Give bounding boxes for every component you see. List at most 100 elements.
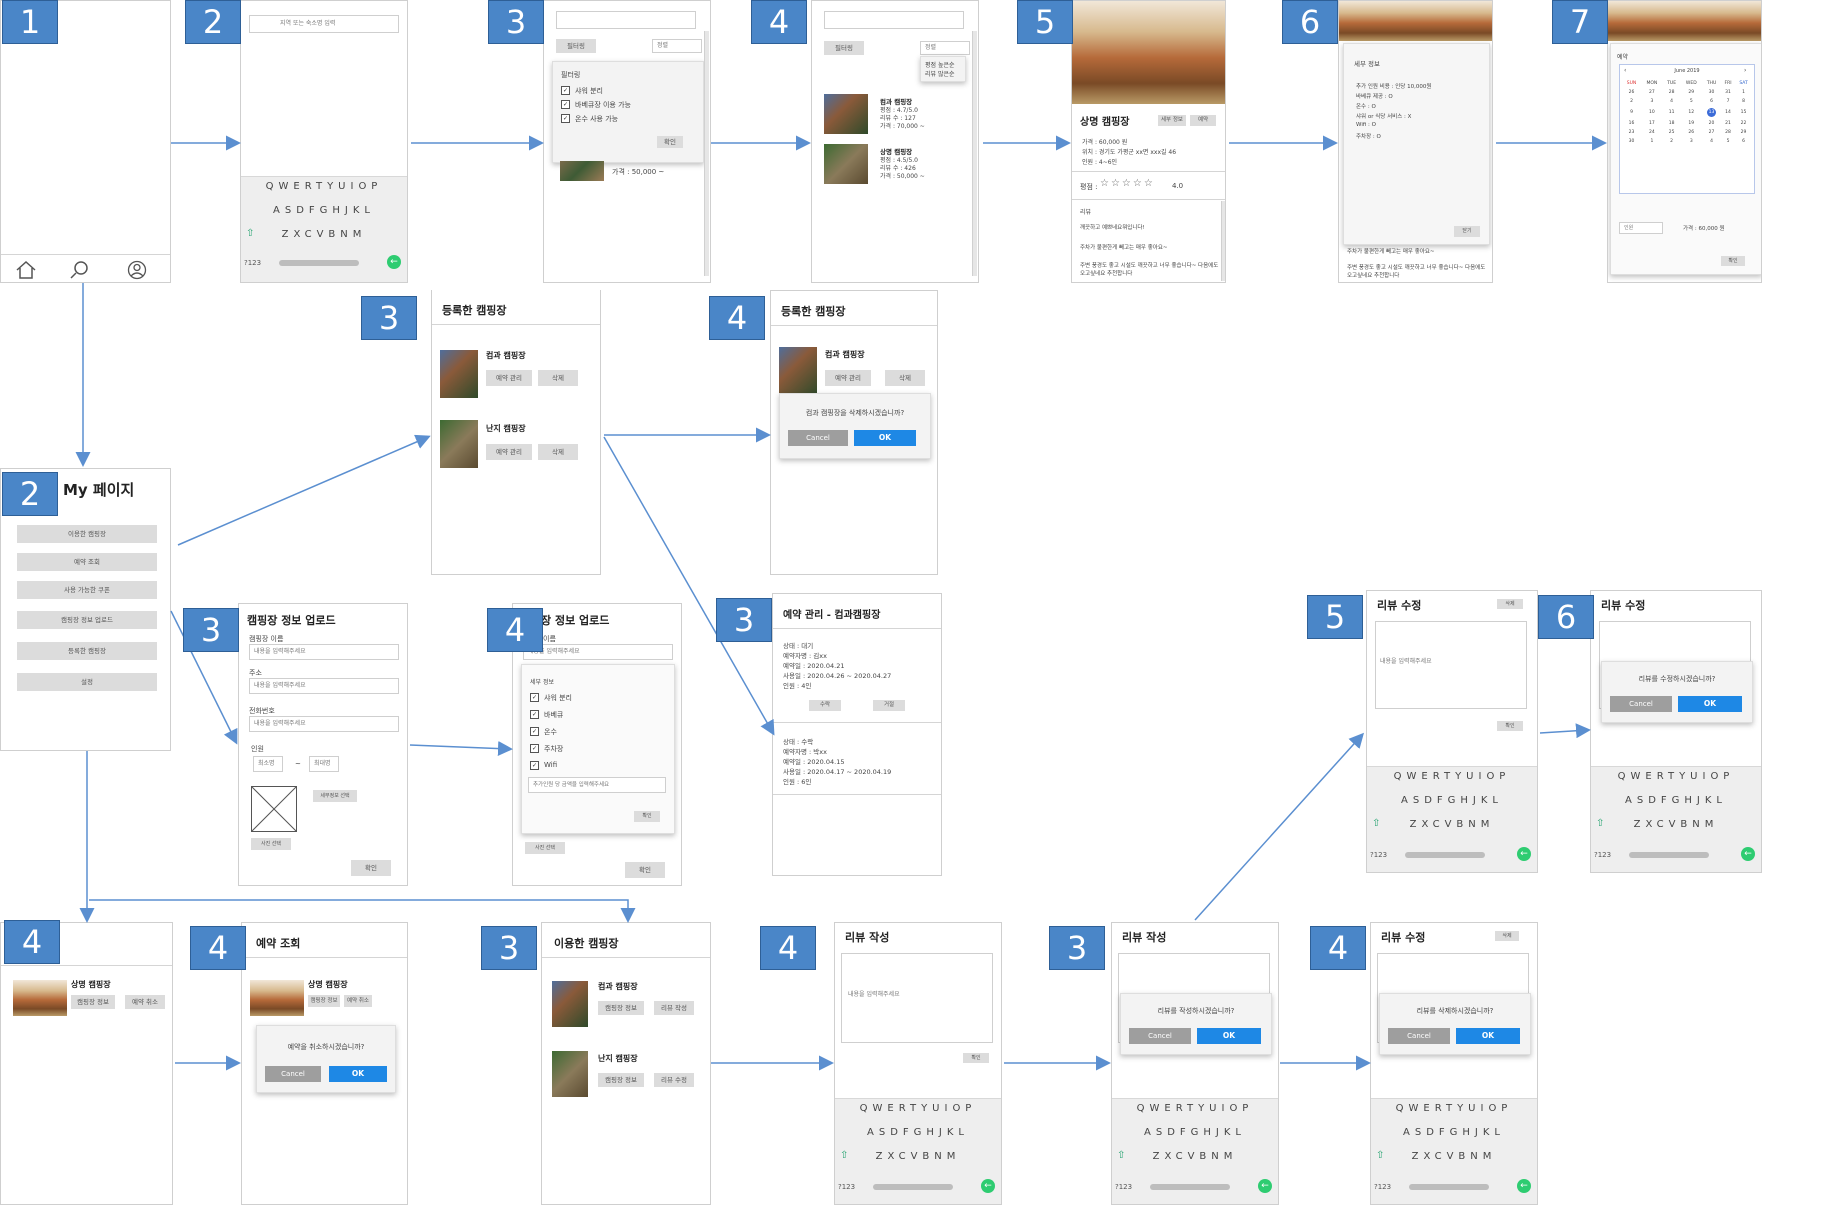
sort-dropdown[interactable]: 평점 높은순 리뷰 많은순 — [920, 56, 966, 82]
keyboard-row-1[interactable]: QWERTYUIOP — [859, 1103, 977, 1114]
ok-button[interactable]: OK — [1197, 1028, 1261, 1044]
delete-review-button[interactable]: 삭제 — [1497, 599, 1523, 609]
detail-info-button[interactable]: 세부 정보 — [1158, 115, 1186, 126]
delete-button[interactable]: 삭제 — [538, 370, 578, 386]
phone-input[interactable]: 내용을 입력해주세요 — [249, 716, 399, 732]
prev-month-icon[interactable]: ‹ — [1624, 67, 1627, 74]
checkbox[interactable]: ✓ — [530, 744, 539, 753]
next-month-icon[interactable]: › — [1744, 67, 1747, 74]
enter-icon[interactable]: ← — [1517, 1179, 1531, 1193]
keyboard-row-2[interactable]: ASDFGHJKL — [867, 1127, 969, 1138]
num-key[interactable]: ?123 — [1370, 851, 1388, 859]
ok-button[interactable]: OK — [1678, 696, 1742, 712]
result-name[interactable]: 상명 캠핑장 — [880, 148, 913, 156]
home-icon[interactable] — [15, 260, 37, 280]
name-input[interactable]: 내용을 입력해주세요 — [249, 644, 399, 660]
keyboard-row-1[interactable]: QWERTYUIOP — [1393, 771, 1511, 782]
keyboard[interactable]: QWERTYUIOP ASDFGHJKL ZXCVBNM ⇧ ?123 ← — [835, 1098, 1001, 1204]
accept-button[interactable]: 수락 — [809, 700, 841, 711]
shift-icon[interactable]: ⇧ — [246, 228, 255, 239]
campsite-info-button[interactable]: 캠핑장 정보 — [308, 995, 340, 1007]
shift-icon[interactable]: ⇧ — [1596, 818, 1605, 829]
keyboard-row-3[interactable]: ZXCVBNM — [875, 1151, 961, 1162]
ok-button[interactable]: OK — [329, 1066, 387, 1082]
filter-button[interactable]: 필터링 — [824, 41, 864, 55]
shift-icon[interactable]: ⇧ — [1376, 1150, 1385, 1161]
photo-select-button[interactable]: 사진 선택 — [525, 842, 565, 854]
people-select[interactable]: 인원 — [1619, 222, 1663, 234]
keyboard-row-1[interactable]: QWERTYUIOP — [1395, 1103, 1513, 1114]
shift-icon[interactable]: ⇧ — [1372, 818, 1381, 829]
delete-button[interactable]: 삭제 — [885, 370, 925, 386]
filter-button[interactable]: 필터링 — [556, 39, 596, 53]
delete-button[interactable]: 삭제 — [538, 444, 578, 460]
menu-used-campsites[interactable]: 이용한 캠핑장 — [17, 525, 157, 543]
confirm-button[interactable]: 확인 — [963, 1053, 989, 1063]
keyboard-row-2[interactable]: ASDFGHJKL — [1403, 1127, 1505, 1138]
campsite-info-button[interactable]: 캠핑장 정보 — [598, 1001, 644, 1015]
reserve-button[interactable]: 예약 — [1190, 115, 1216, 126]
sort-select[interactable]: 정렬 — [652, 39, 702, 53]
confirm-button[interactable]: 확인 — [351, 860, 391, 876]
space-bar[interactable] — [279, 260, 359, 266]
sort-select[interactable]: 정렬 — [920, 41, 970, 55]
keyboard-row-2[interactable]: ASDFGHJKL — [273, 205, 375, 216]
menu-settings[interactable]: 설정 — [17, 673, 157, 691]
confirm-button[interactable]: 확인 — [1497, 721, 1523, 731]
keyboard-row-3[interactable]: ZXCVBNM — [281, 229, 367, 240]
confirm-button[interactable]: 확인 — [657, 136, 683, 148]
review-textarea[interactable]: 내용을 입력해주세요 — [841, 953, 993, 1043]
keyboard-row-2[interactable]: ASDFGHJKL — [1401, 795, 1503, 806]
checkbox[interactable]: ✓ — [561, 114, 570, 123]
search-icon[interactable] — [69, 260, 91, 280]
cancel-reservation-button[interactable]: 예약 취소 — [344, 995, 372, 1007]
photo-select-button[interactable]: 사진 선택 — [251, 838, 291, 850]
num-key[interactable]: ?123 — [838, 1183, 856, 1191]
address-input[interactable]: 내용을 입력해주세요 — [249, 678, 399, 694]
menu-upload[interactable]: 캠핑장 정보 업로드 — [17, 611, 157, 629]
keyboard[interactable]: QWERTYUIOP ASDFGHJKL ZXCVBNM ⇧ ?123 ← — [1371, 1098, 1537, 1204]
campsite-info-button[interactable]: 캠핑장 정보 — [598, 1073, 644, 1087]
space-bar[interactable] — [1409, 1184, 1489, 1190]
keyboard[interactable]: QWERTYUIOP ASDFGHJKL ZXCVBNM ⇧ ?123 ← — [1112, 1098, 1278, 1204]
shift-icon[interactable]: ⇧ — [840, 1150, 849, 1161]
cancel-reservation-button[interactable]: 예약 취소 — [125, 995, 165, 1009]
campsite-info-button[interactable]: 캠핑장 정보 — [71, 995, 115, 1009]
space-bar[interactable] — [1150, 1184, 1230, 1190]
enter-icon[interactable]: ← — [981, 1179, 995, 1193]
confirm-button[interactable]: 확인 — [634, 811, 660, 822]
cancel-button[interactable]: Cancel — [788, 430, 848, 446]
cancel-button[interactable]: Cancel — [1610, 696, 1672, 712]
num-key[interactable]: ?123 — [1115, 1183, 1133, 1191]
num-key[interactable]: ?123 — [1374, 1183, 1392, 1191]
confirm-button[interactable]: 확인 — [625, 862, 665, 878]
keyboard-row-2[interactable]: ASDFGHJKL — [1144, 1127, 1246, 1138]
checkbox[interactable]: ✓ — [530, 710, 539, 719]
checkbox[interactable]: ✓ — [530, 727, 539, 736]
manage-button[interactable]: 예약 관리 — [486, 370, 532, 386]
edit-review-button[interactable]: 리뷰 수정 — [654, 1073, 694, 1087]
review-textarea[interactable]: 내용을 입력해주세요 — [1375, 621, 1527, 709]
user-icon[interactable] — [126, 260, 148, 280]
keyboard-row-3[interactable]: ZXCVBNM — [1633, 819, 1719, 830]
ok-button[interactable]: OK — [1456, 1028, 1520, 1044]
sort-option[interactable]: 리뷰 많은순 — [925, 71, 955, 78]
search-input[interactable] — [556, 11, 696, 29]
name-input[interactable]: 내용을 입력해주세요 — [523, 644, 673, 660]
search-input[interactable] — [824, 11, 964, 29]
keyboard[interactable]: QWERTYUIOP ASDFGHJKL ZXCVBNM ⇧ ?123 ← — [1591, 766, 1761, 872]
scrollbar[interactable] — [1221, 201, 1225, 281]
max-people-input[interactable]: 최대명 — [309, 756, 339, 772]
menu-registered[interactable]: 등록한 캠핑장 — [17, 642, 157, 660]
keyboard-row-1[interactable]: QWERTYUIOP — [265, 181, 383, 192]
sort-option[interactable]: 평점 높은순 — [925, 62, 955, 69]
menu-coupons[interactable]: 사용 가능한 쿠폰 — [17, 581, 157, 599]
ok-button[interactable]: OK — [854, 430, 916, 446]
num-key[interactable]: ?123 — [244, 259, 262, 267]
enter-icon[interactable]: ← — [1741, 847, 1755, 861]
keyboard-row-3[interactable]: ZXCVBNM — [1411, 1151, 1497, 1162]
confirm-button[interactable]: 확인 — [1721, 256, 1745, 266]
delete-review-button[interactable]: 삭제 — [1495, 931, 1519, 941]
